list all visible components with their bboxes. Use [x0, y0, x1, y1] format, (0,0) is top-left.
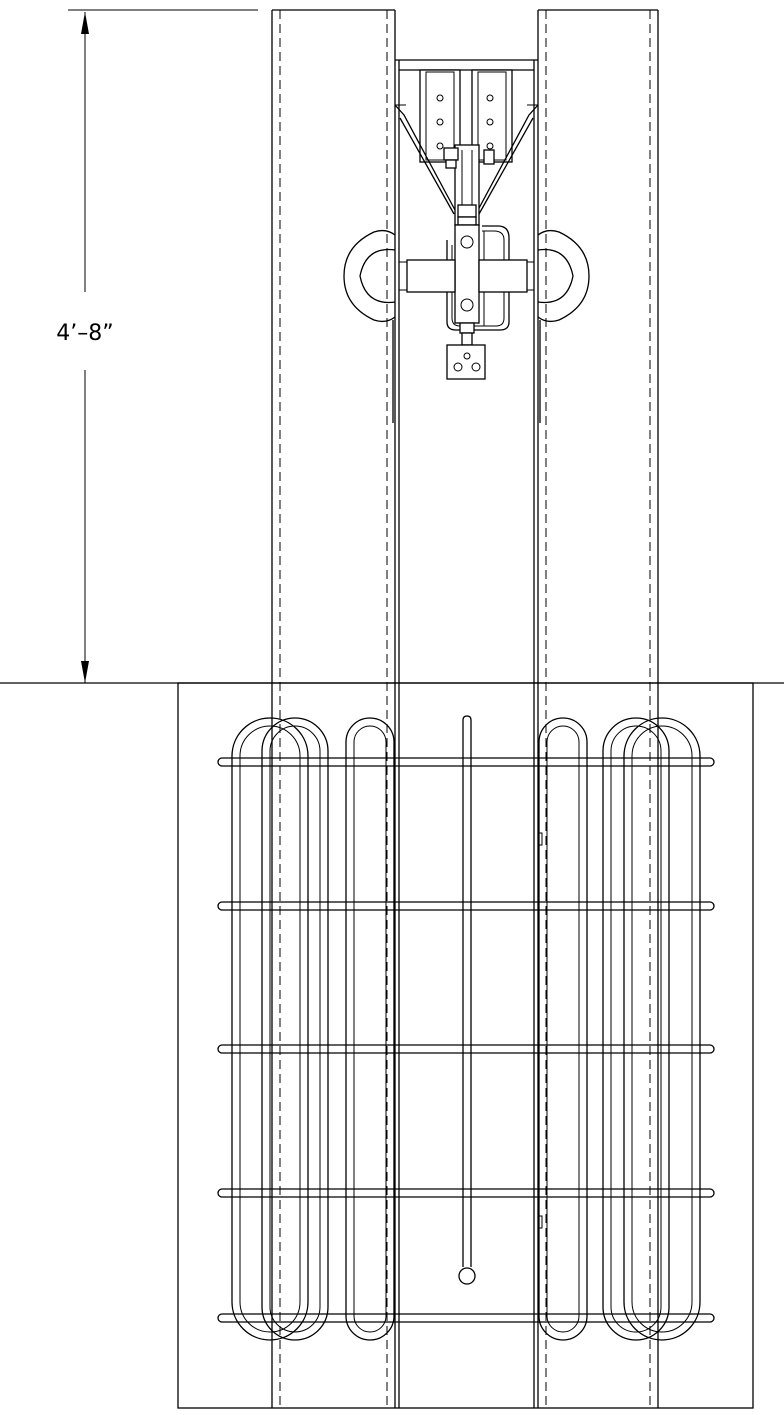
center-anchor-bar [458, 715, 476, 1285]
rebar-cage [217, 717, 715, 1341]
hairpin-rebar-inner [610, 725, 662, 1333]
tie-end [709, 757, 715, 767]
tie-end [217, 757, 223, 767]
breakaway-hardware [392, 69, 541, 423]
dimension-arrow-top [81, 12, 89, 34]
right-lifting-loop [537, 229, 590, 323]
dimension-label: 4’–8” [56, 321, 113, 346]
hairpin-rebar-inner [631, 725, 693, 1333]
height-dimension: 4’–8” [56, 9, 258, 683]
dimension-arrow-bottom [81, 661, 89, 683]
tie-end [709, 1044, 715, 1054]
hairpin-rebar [538, 717, 588, 1341]
hairpin-rebar [602, 717, 670, 1341]
right-post [533, 9, 659, 1408]
hairpin-rebar [231, 717, 309, 1341]
hairpin-rebar-inner [353, 725, 387, 1333]
tie-end [709, 1188, 715, 1198]
hairpin-rebar [261, 717, 329, 1341]
tie-end [217, 1044, 223, 1054]
hairpin-rebar-inner [546, 725, 580, 1333]
concrete-footing [177, 682, 754, 1409]
weld-marks [537, 832, 543, 1229]
left-lifting-loop [343, 229, 396, 323]
left-post [271, 9, 400, 1408]
tie-end [217, 1188, 223, 1198]
tie-end [217, 1313, 223, 1323]
tie-end [709, 901, 715, 911]
hairpin-rebar-inner [269, 725, 321, 1333]
hairpin-rebar-inner [239, 725, 301, 1333]
hairpin-rebar [623, 717, 701, 1341]
tie-end [709, 1313, 715, 1323]
hairpin-rebar [345, 717, 395, 1341]
tie-end [217, 901, 223, 911]
